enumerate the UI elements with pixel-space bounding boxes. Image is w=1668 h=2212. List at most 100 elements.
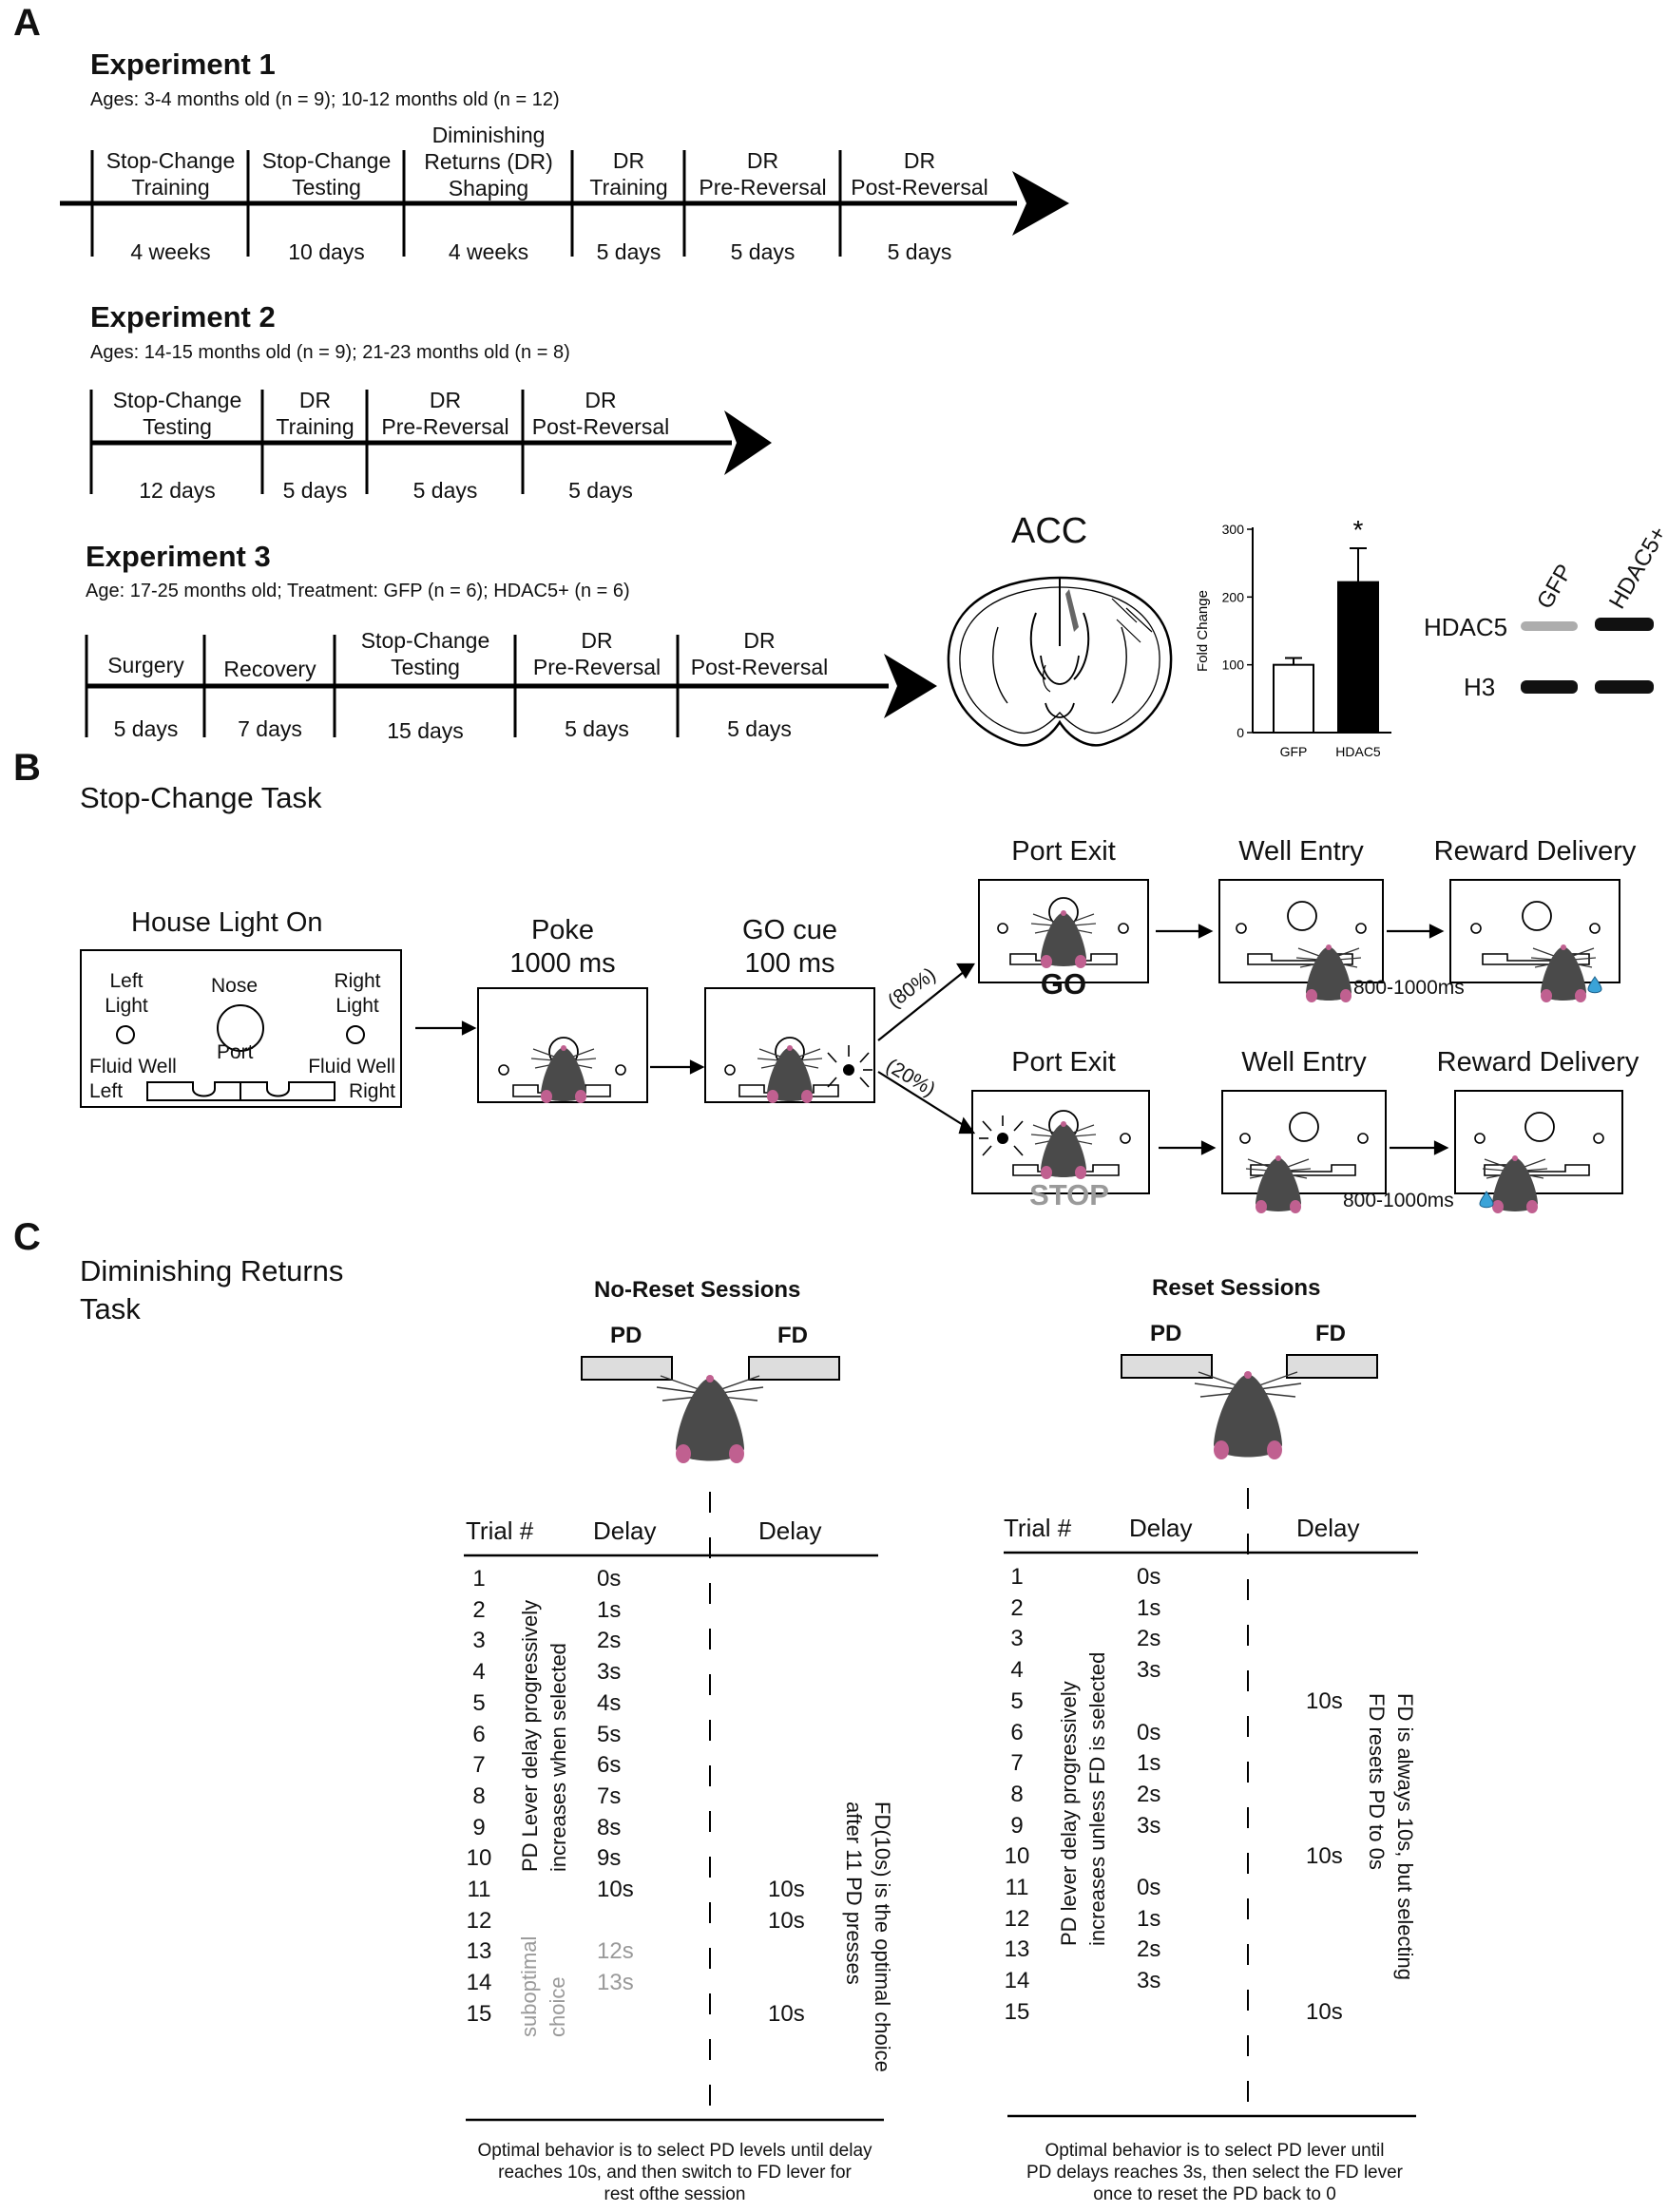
pd-delay-cell: 1s <box>1137 1594 1161 1621</box>
fd-delay-cell: 10s <box>768 1907 805 1934</box>
exp1-seg3-duration: 4 weeks <box>448 239 529 264</box>
trial-number: 10 <box>466 1845 492 1872</box>
pd-delay-cell: 7s <box>597 1783 622 1809</box>
pd-delay-cell: 1s <box>597 1596 622 1623</box>
y-tick-label: 300 <box>1222 522 1245 537</box>
go-port-exit-box <box>978 879 1149 983</box>
trial-number: 1 <box>1010 1564 1024 1590</box>
pd-delay-cell: 13s <box>597 1970 634 1996</box>
reset-col-delay2: Delay <box>1296 1514 1360 1542</box>
pd-delay-cell: 2s <box>1137 1626 1161 1652</box>
y-axis-label: Fold Change <box>1195 590 1211 672</box>
trial-number: 11 <box>1005 1875 1029 1900</box>
trial-number: 2 <box>472 1596 486 1623</box>
trial-number: 15 <box>1004 1998 1030 2025</box>
exp1-seg1-duration: 4 weeks <box>130 239 211 264</box>
trial-number: 10 <box>1004 1843 1030 1870</box>
trial-number: 8 <box>1010 1781 1024 1807</box>
pd-delay-cell: 9s <box>597 1845 622 1872</box>
exp2-seg2-duration: 5 days <box>282 478 348 503</box>
stop-change-title: Stop-Change Task <box>80 781 322 814</box>
exp2-seg1-duration: 12 days <box>139 478 216 503</box>
exp3-seg5-duration: 5 days <box>727 716 792 741</box>
noreset-col-delay2: Delay <box>758 1516 822 1545</box>
task-flow-arrows <box>415 924 1449 1155</box>
fd-delay-cell: 10s <box>768 2000 805 2027</box>
noreset-fd-label: FD <box>777 1323 808 1348</box>
trial-number: 5 <box>472 1689 486 1716</box>
exp3-timeline <box>85 635 937 737</box>
go-well-entry-box <box>1218 879 1384 1003</box>
stop-reward-box <box>1454 1090 1623 1214</box>
x-tick-label: HDAC5 <box>1335 744 1381 759</box>
go-cue-box <box>704 987 875 1104</box>
stop-reward-label: Reward Delivery <box>1436 1047 1639 1077</box>
trial-number: 15 <box>466 2000 492 2027</box>
go-well-entry-label: Well Entry <box>1238 836 1364 867</box>
blot-band-h3: H3 <box>1464 673 1496 701</box>
trial-number: 8 <box>472 1783 486 1809</box>
trial-number: 14 <box>466 1970 492 1996</box>
exp2-subtitle: Ages: 14-15 months old (n = 9); 21-23 mo… <box>90 342 570 363</box>
stop-port-exit-label: Port Exit <box>1011 1047 1116 1077</box>
noreset-levers <box>464 1356 884 2122</box>
trial-number: 9 <box>472 1814 486 1840</box>
pd-delay-cell: 3s <box>1137 1968 1161 1994</box>
stop-well-entry-label: Well Entry <box>1241 1047 1367 1077</box>
port-label: Port <box>217 1041 254 1063</box>
trial-number: 12 <box>466 1907 492 1934</box>
exp1-subtitle: Ages: 3-4 months old (n = 9); 10-12 mont… <box>90 89 560 110</box>
stop-timing-label: 800-1000ms <box>1343 1190 1454 1211</box>
exp2-title: Experiment 2 <box>90 300 276 334</box>
pd-delay-cell: 10s <box>597 1877 634 1902</box>
fd-delay-cell: 10s <box>768 1877 805 1902</box>
trial-number: 6 <box>472 1721 486 1747</box>
exp2-timeline <box>89 390 772 494</box>
y-tick-label: 200 <box>1222 589 1245 604</box>
exp1-timeline <box>60 150 1069 257</box>
exp3-seg1-label: Surgery <box>107 653 184 677</box>
reset-pd-label: PD <box>1150 1321 1182 1346</box>
exp3-seg1-duration: 5 days <box>113 716 179 741</box>
blot-band-hdac5: HDAC5 <box>1424 613 1508 641</box>
exp3-title: Experiment 3 <box>86 540 271 573</box>
exp2-seg4-duration: 5 days <box>568 478 633 503</box>
pd-delay-cell: 3s <box>1137 1812 1161 1839</box>
go-port-exit-label: Port Exit <box>1011 836 1116 867</box>
exp1-title: Experiment 1 <box>90 48 276 81</box>
trial-number: 5 <box>1010 1688 1024 1714</box>
trial-number: 2 <box>1010 1594 1024 1621</box>
pd-delay-cell: 1s <box>1137 1750 1161 1777</box>
panel-label-c: C <box>13 1216 41 1258</box>
reset-heading: Reset Sessions <box>1152 1275 1321 1301</box>
pd-delay-cell: 6s <box>597 1752 622 1779</box>
exp1-seg4-duration: 5 days <box>596 239 661 264</box>
go-timing-label: 800-1000ms <box>1353 977 1465 999</box>
trial-number: 13 <box>466 1938 492 1965</box>
pd-delay-cell: 0s <box>1137 1719 1161 1745</box>
trial-number: 12 <box>1004 1905 1030 1932</box>
pd-delay-cell: 0s <box>1137 1564 1161 1590</box>
pd-delay-cell: 2s <box>1137 1936 1161 1963</box>
significance-star: * <box>1353 515 1364 544</box>
noreset-col-trial: Trial # <box>466 1516 534 1545</box>
noreset-caption: Optimal behavior is to select PD levels … <box>477 2141 872 2204</box>
reset-levers <box>1004 1354 1418 2118</box>
panel-label-a: A <box>13 2 41 44</box>
pd-delay-cell: 3s <box>597 1659 622 1686</box>
noreset-pd-label: PD <box>610 1323 642 1348</box>
noreset-heading: No-Reset Sessions <box>594 1277 801 1303</box>
pd-delay-cell: 3s <box>1137 1657 1161 1684</box>
exp1-seg5-duration: 5 days <box>730 239 796 264</box>
fd-delay-cell: 10s <box>1306 1998 1343 2025</box>
trial-number: 4 <box>472 1659 486 1686</box>
